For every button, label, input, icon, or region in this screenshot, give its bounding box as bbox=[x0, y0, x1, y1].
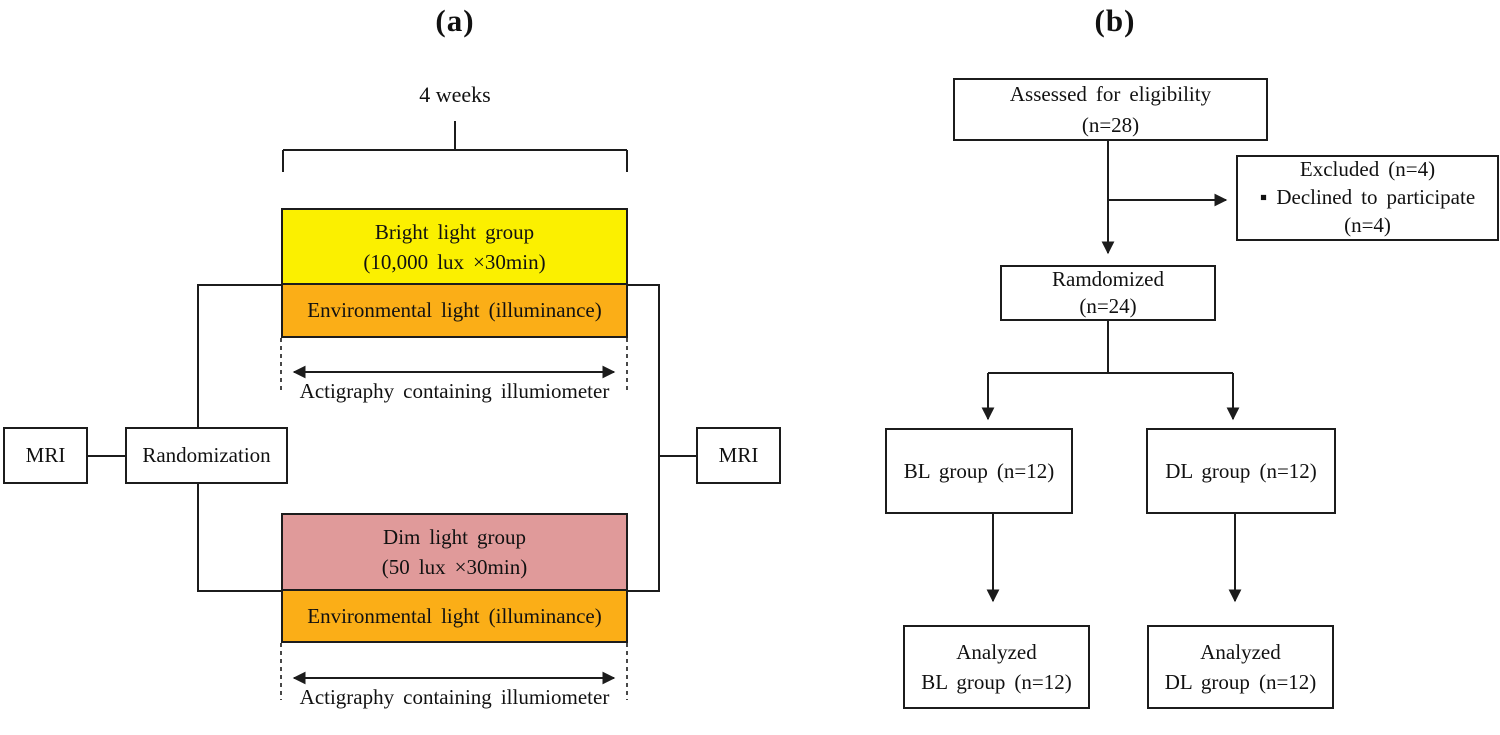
environmental-light-box-top: Environmental light (illuminance) bbox=[281, 283, 628, 338]
dl-group-label: DL group (n=12) bbox=[1165, 458, 1317, 483]
dim-light-group-line2: (50 lux ×30min) bbox=[381, 555, 528, 579]
mri-left-label: MRI bbox=[25, 443, 66, 468]
analyzed-bl-box: Analyzed BL group (n=12) bbox=[903, 625, 1090, 709]
environmental-light-bottom-label: Environmental light (illuminance) bbox=[307, 603, 602, 628]
four-weeks-label: 4 weeks bbox=[419, 82, 491, 107]
environmental-light-box-bottom: Environmental light (illuminance) bbox=[281, 589, 628, 643]
actigraphy-bottom-line1: Actigraphy containing bbox=[299, 685, 492, 709]
randomization-to-bright-connector bbox=[197, 284, 281, 427]
analyzed-bl-line2: BL group (n=12) bbox=[921, 670, 1072, 694]
randomization-box: Randomization bbox=[125, 427, 288, 484]
environmental-light-top-label: Environmental light (illuminance) bbox=[307, 298, 602, 323]
mri-left-box: MRI bbox=[3, 427, 88, 484]
excluded-line3: (n=4) bbox=[1344, 212, 1391, 237]
dl-group-box: DL group (n=12) bbox=[1146, 428, 1336, 514]
excluded-box: Excluded (n=4) ▪ Declined to participate… bbox=[1236, 155, 1499, 241]
randomized-box: Ramdomized (n=24) bbox=[1000, 265, 1216, 321]
analyzed-dl-line2: DL group (n=12) bbox=[1164, 670, 1317, 694]
randomized-line2: (n=24) bbox=[1079, 294, 1137, 318]
mri-right-box: MRI bbox=[696, 427, 781, 484]
right-side-connector bbox=[627, 284, 660, 592]
excluded-line1: Excluded (n=4) bbox=[1299, 157, 1436, 182]
actigraphy-top-line2: illumiometer bbox=[500, 379, 610, 403]
bright-light-group-line2: (10,000 lux ×30min) bbox=[363, 250, 546, 274]
actigraphy-bottom-line2: illumiometer bbox=[500, 685, 610, 709]
bright-light-group-line1: Bright light group bbox=[374, 219, 535, 244]
panel-b-label: (b) bbox=[1094, 3, 1136, 38]
bl-group-label: BL group (n=12) bbox=[903, 458, 1055, 483]
assessed-eligibility-box: Assessed for eligibility (n=28) bbox=[953, 78, 1268, 141]
analyzed-dl-box: Analyzed DL group (n=12) bbox=[1147, 625, 1334, 709]
randomization-label: Randomization bbox=[142, 443, 271, 468]
excluded-line2: ▪ Declined to participate bbox=[1259, 185, 1476, 210]
bright-light-group-box: Bright light group (10,000 lux ×30min) bbox=[281, 208, 628, 286]
actigraphy-caption-top: Actigraphy containing illumiometer bbox=[281, 378, 628, 404]
actigraphy-top-line1: Actigraphy containing bbox=[299, 379, 492, 403]
assessed-line1: Assessed for eligibility bbox=[1009, 82, 1212, 107]
analyzed-dl-line1: Analyzed bbox=[1200, 639, 1281, 664]
dim-light-group-line1: Dim light group bbox=[383, 524, 526, 549]
mri-right-label: MRI bbox=[718, 443, 759, 468]
dashed-guides bbox=[280, 338, 628, 700]
randomized-branch bbox=[988, 320, 1233, 374]
analyzed-bl-line1: Analyzed bbox=[956, 639, 1037, 664]
four-weeks-bracket bbox=[282, 121, 628, 172]
bl-group-box: BL group (n=12) bbox=[885, 428, 1073, 514]
panel-a-label: (a) bbox=[435, 3, 475, 38]
randomization-to-dim-connector bbox=[197, 483, 281, 592]
actigraphy-caption-bottom: Actigraphy containing illumiometer bbox=[281, 684, 628, 710]
assessed-line2: (n=28) bbox=[1081, 112, 1140, 137]
dim-light-group-box: Dim light group (50 lux ×30min) bbox=[281, 513, 628, 591]
randomized-line1: Ramdomized bbox=[1052, 266, 1164, 291]
